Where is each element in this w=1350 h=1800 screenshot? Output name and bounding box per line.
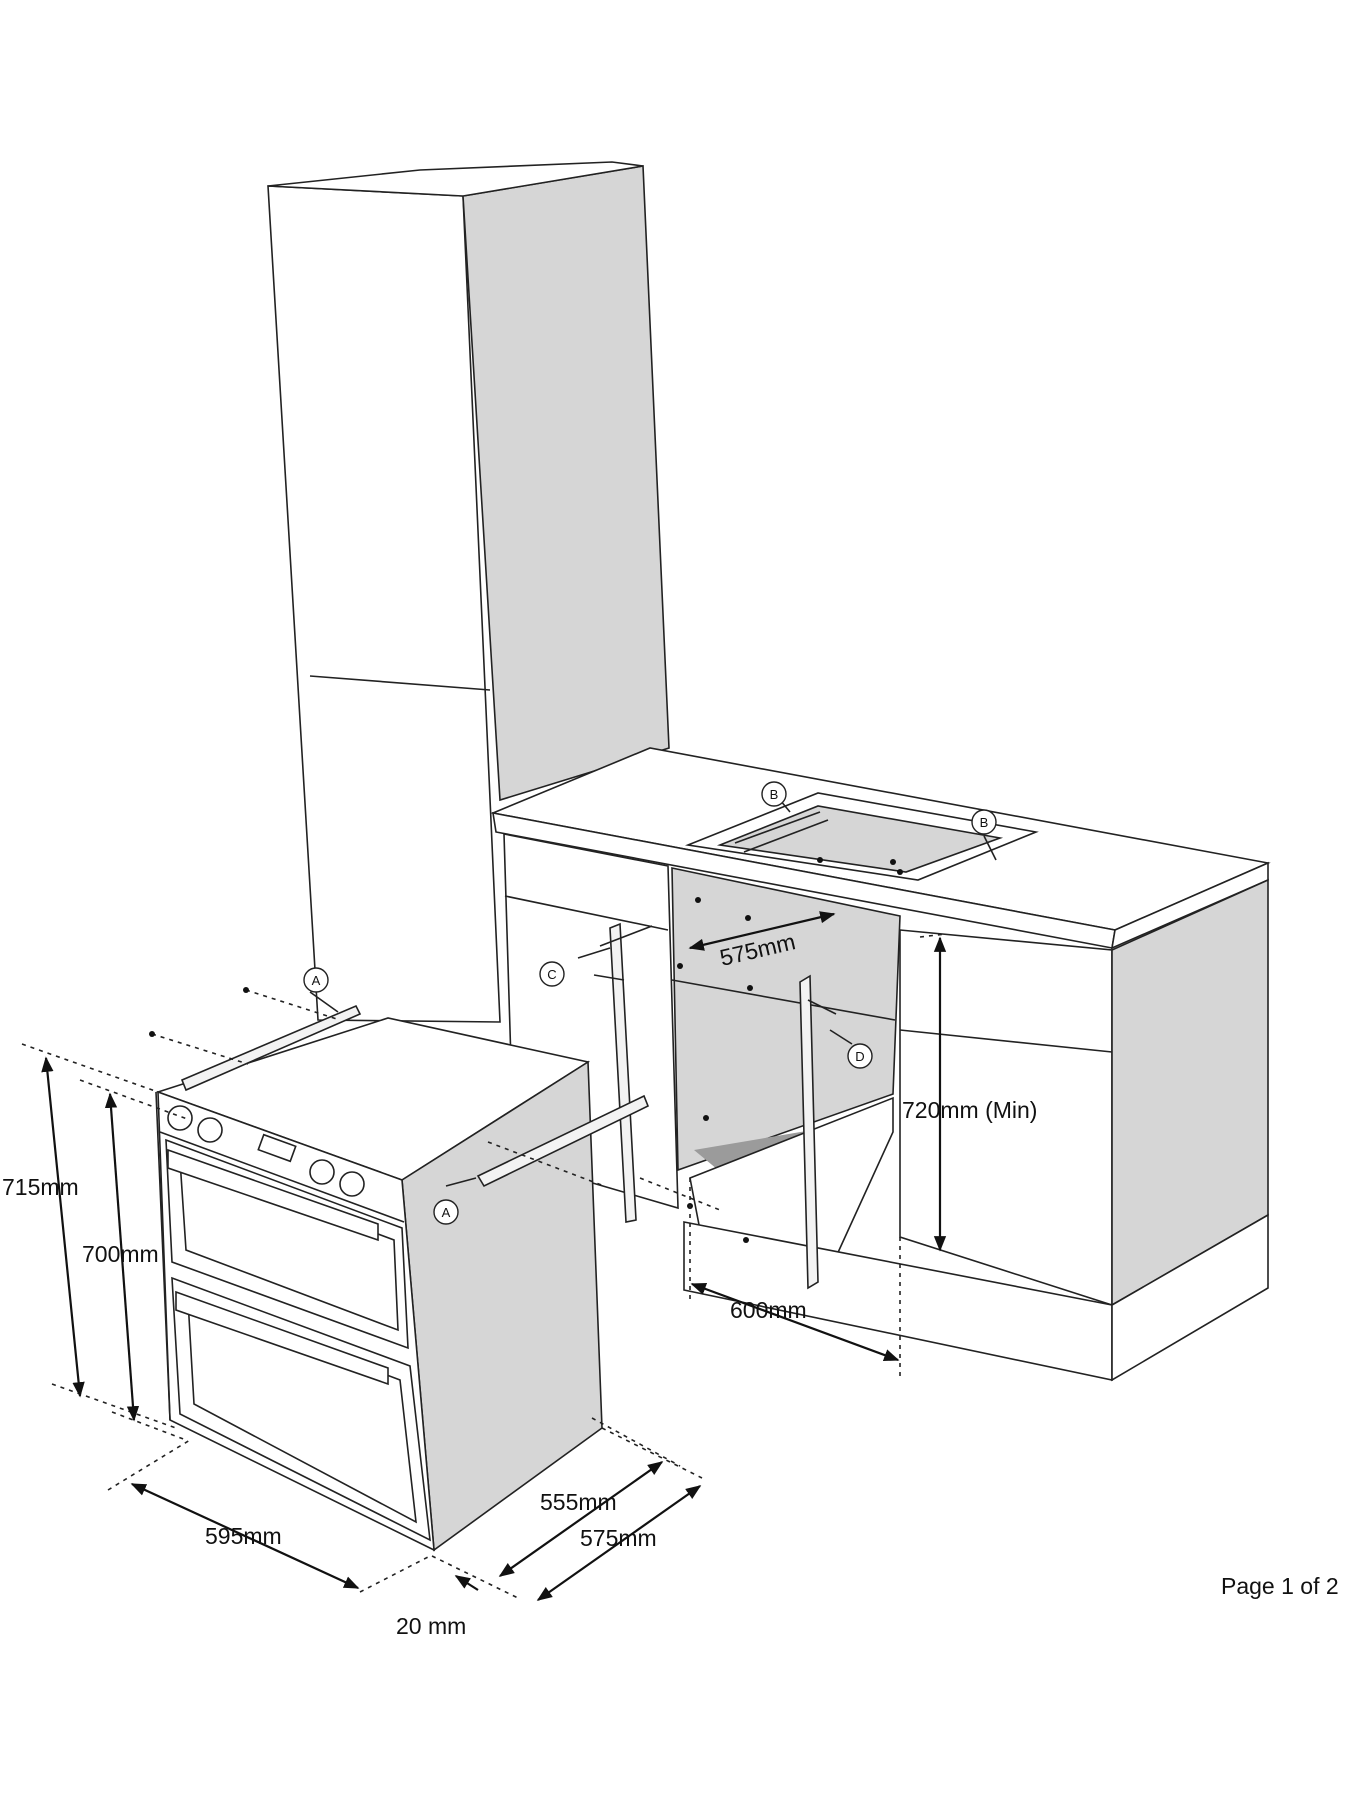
svg-text:B: B (770, 787, 779, 802)
bracket-c (577, 922, 653, 1223)
screw-leaders (149, 799, 997, 1211)
label-595mm: 595mm (205, 1523, 282, 1549)
label-555mm: 555mm (540, 1489, 617, 1515)
svg-text:A: A (442, 1205, 451, 1220)
callout-c: C (539, 961, 565, 987)
callout-b-left: B (761, 781, 787, 807)
label-720mm-min: 720mm (Min) (902, 1097, 1037, 1123)
svg-text:C: C (547, 967, 556, 982)
dimension-arrows (41, 911, 947, 1601)
label-715mm: 715mm (2, 1174, 79, 1200)
oven (155, 1017, 603, 1552)
label-20mm: 20 mm (396, 1613, 466, 1639)
oven-side-rail (180, 1004, 650, 1188)
label-575mm-oven: 575mm (580, 1525, 657, 1551)
label-600mm: 600mm (730, 1297, 807, 1323)
page-number: Page 1 of 2 (1221, 1573, 1339, 1599)
svg-text:A: A (312, 973, 321, 988)
callout-d: D (847, 1043, 873, 1069)
callout-b-right: B (971, 809, 997, 835)
base-unit (490, 747, 1271, 1382)
callout-a-side: A (433, 1199, 459, 1225)
bracket-d (799, 974, 837, 1290)
svg-text:B: B (980, 815, 989, 830)
callout-a-top: A (303, 967, 329, 993)
label-700mm: 700mm (82, 1241, 159, 1267)
tall-cabinet (267, 161, 670, 1023)
svg-text:D: D (855, 1049, 864, 1064)
